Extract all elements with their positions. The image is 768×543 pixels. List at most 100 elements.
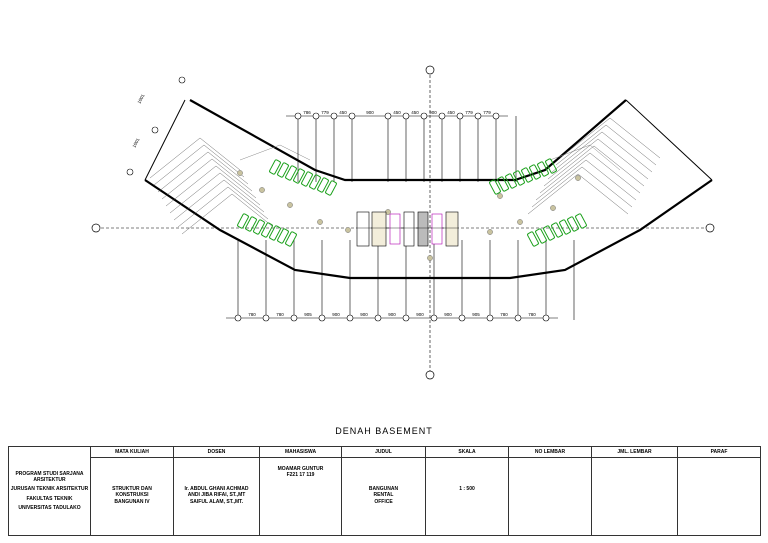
parking-stall	[285, 231, 297, 247]
dimension-node	[346, 314, 354, 322]
parking-stall	[505, 173, 517, 189]
dimension-node	[294, 112, 302, 120]
ramp-hatch-line	[149, 137, 241, 179]
parking-stall	[529, 164, 541, 180]
dimension-node	[290, 314, 298, 322]
parking-stall	[277, 162, 289, 178]
parking-stalls	[237, 158, 587, 247]
header-jml-lembar: JML. LEMBAR	[591, 446, 678, 458]
column	[237, 170, 243, 176]
column	[317, 219, 323, 225]
parking-stall	[545, 158, 557, 174]
parking-stall	[261, 222, 273, 238]
grid-lines	[237, 116, 575, 320]
dimension-label: 450	[447, 110, 455, 115]
ramp-hatch-line	[543, 145, 645, 187]
institution-cell: PROGRAM STUDI SARJANA ARSITEKTUR JURUSAN…	[8, 446, 91, 536]
axis-marker	[91, 223, 101, 233]
dimension-label: 900	[366, 110, 374, 115]
parking-stall	[317, 177, 329, 193]
column	[575, 175, 581, 181]
parking-stall	[285, 165, 297, 181]
dimension-node	[318, 314, 326, 322]
drawing-title: DENAH BASEMENT	[335, 426, 433, 436]
dimension-label: 780	[248, 312, 256, 317]
parking-stall	[293, 168, 305, 184]
dimension-label: 450	[411, 110, 419, 115]
parking-stall	[513, 170, 525, 186]
column	[517, 219, 523, 225]
dimension-node	[474, 112, 482, 120]
dimension-label: 780	[500, 312, 508, 317]
jml-lembar-value	[591, 457, 678, 536]
column	[287, 202, 293, 208]
ramp-hatch-line	[173, 179, 265, 221]
parking-stall	[253, 219, 265, 235]
ramp-hatch-line	[559, 117, 661, 159]
dimension-node	[384, 112, 392, 120]
dimension-node	[126, 168, 134, 176]
ramp-hatch-line	[535, 159, 637, 201]
parking-stall	[245, 216, 257, 232]
dimension-node	[492, 112, 500, 120]
header-judul: JUDUL	[341, 446, 426, 458]
dimension-label: 900	[416, 312, 424, 317]
dimension-node	[486, 314, 494, 322]
slant-dimension-label: 1001	[131, 137, 140, 149]
dimension-node	[348, 112, 356, 120]
building-outline	[144, 99, 713, 280]
dimension-label: 779	[321, 110, 329, 115]
judul-value: BANGUNAN RENTAL OFFICE	[341, 457, 426, 536]
parking-stall	[527, 231, 539, 247]
ramp-hatch-line	[547, 138, 649, 180]
header-paraf: PARAF	[677, 446, 761, 458]
parking-stall	[497, 176, 509, 192]
parking-stall	[521, 167, 533, 183]
parking-stall	[269, 225, 281, 241]
axis-marker	[425, 65, 435, 75]
dimension-label: 779	[483, 110, 491, 115]
paraf-value	[677, 457, 761, 536]
parking-stall	[269, 159, 281, 175]
dimension-label: 450	[339, 110, 347, 115]
ramp-hatch-line	[153, 144, 245, 186]
dimension-node	[151, 126, 159, 134]
dimension-node	[312, 112, 320, 120]
dimension-node	[330, 112, 338, 120]
ramp-hatch-line	[181, 193, 273, 235]
dimension-label: 780	[276, 312, 284, 317]
dimension-node	[420, 112, 428, 120]
columns	[237, 170, 581, 261]
dimension-label: 900	[332, 312, 340, 317]
column	[497, 193, 503, 199]
dimension-node	[402, 314, 410, 322]
core-stair-lift	[356, 211, 459, 247]
ramp-hatch-line	[165, 165, 257, 207]
parking-stall	[575, 213, 587, 229]
ramp-hatch-line	[551, 131, 653, 173]
axis-marker	[425, 370, 435, 380]
dimension-node	[514, 314, 522, 322]
skala-value: 1 : 500	[425, 457, 509, 536]
dimension-label: 780	[528, 312, 536, 317]
parking-stall	[277, 228, 289, 244]
no-lembar-value	[508, 457, 592, 536]
header-mata-kuliah: MATA KULIAH	[90, 446, 174, 458]
mata-kuliah-value: STRUKTUR DAN KONSTRUKSI BANGUNAN IV	[90, 457, 174, 536]
ramp-hatch-line	[161, 158, 253, 200]
parking-stall	[535, 228, 547, 244]
dimension-label: 900	[444, 312, 452, 317]
ramp-hatch-line	[539, 152, 641, 194]
dosen-value: Ir. ABDUL GHANI ACHMAD ANDI JIBA RIFAI, …	[173, 457, 260, 536]
column	[345, 227, 351, 233]
title-block: PROGRAM STUDI SARJANA ARSITEKTUR JURUSAN…	[8, 446, 761, 536]
column	[259, 187, 265, 193]
header-skala: SKALA	[425, 446, 509, 458]
ramp-hatch-line	[177, 186, 269, 228]
parking-stall	[551, 222, 563, 238]
header-dosen: DOSEN	[173, 446, 260, 458]
dimension-node	[456, 112, 464, 120]
dimension-label: 905	[304, 312, 312, 317]
